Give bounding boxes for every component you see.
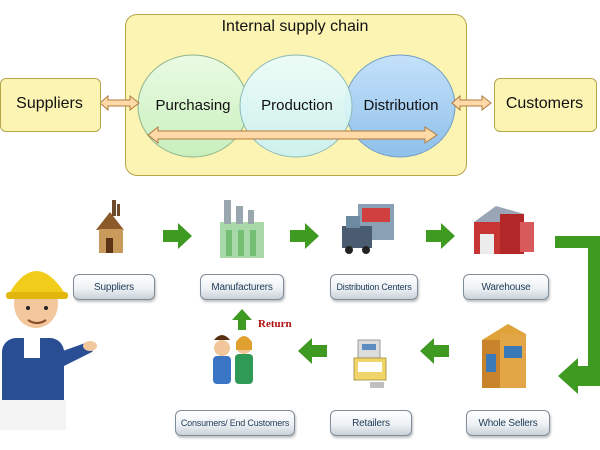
internal-double-arrow	[147, 125, 438, 145]
customers-box	[494, 78, 597, 132]
flow-node-whole-sellers: Whole Sellers	[466, 410, 550, 436]
storefront-icon	[482, 324, 526, 388]
flow-node-manufacturers: Manufacturers	[200, 274, 284, 300]
flow-node-warehouse: Warehouse	[463, 274, 549, 300]
internal-supply-chain-title: Internal supply chain	[221, 18, 369, 35]
return-label: Return	[258, 318, 292, 330]
stage-distribution: Distribution	[363, 96, 439, 114]
arrow-manufacturers-to-distribution	[290, 223, 319, 249]
customers-double-arrow	[451, 94, 492, 112]
flow-node-distribution-centers: Distribution Centers	[330, 274, 418, 300]
customers-endpoint-label: Customers	[505, 95, 584, 112]
worker-hardhat-icon	[0, 271, 97, 430]
factory-icon	[220, 200, 264, 258]
flow-node-consumers: Consumers/ End Customers	[175, 410, 295, 436]
arrow-wholesellers-to-retailers	[420, 338, 449, 364]
truck-dock-icon	[342, 204, 394, 254]
flow-node-retailers: Retailers	[330, 410, 412, 436]
suppliers-endpoint-label: Suppliers	[16, 95, 83, 112]
return-arrow	[232, 309, 252, 330]
arrow-distribution-to-warehouse	[426, 223, 455, 249]
suppliers-box	[0, 78, 101, 132]
cash-register-icon	[353, 339, 387, 388]
house-icon	[96, 200, 124, 253]
stage-purchasing: Purchasing	[155, 96, 231, 114]
stage-production: Production	[261, 96, 333, 114]
people-icon	[213, 335, 253, 384]
suppliers-double-arrow	[99, 94, 140, 112]
arrow-retailers-to-consumers	[298, 338, 327, 364]
arrow-warehouse-to-wholesellers	[555, 236, 600, 394]
flow-node-suppliers: Suppliers	[73, 274, 155, 300]
warehouse-icon	[474, 206, 534, 254]
arrow-suppliers-to-manufacturers	[163, 223, 192, 249]
